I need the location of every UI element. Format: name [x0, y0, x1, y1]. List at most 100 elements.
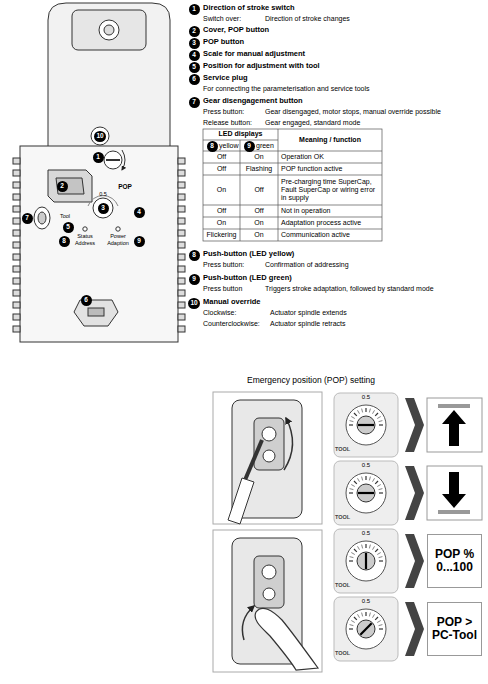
callout-number: 7 — [22, 213, 33, 224]
table-cell: Operation OK — [278, 151, 382, 163]
device-label: Power — [110, 233, 126, 239]
dial-label: 0.5 — [361, 598, 371, 605]
device-label: 0.5 — [99, 191, 107, 197]
fin — [178, 230, 185, 236]
item-text: Actuator spindle extends — [270, 309, 347, 317]
fin — [13, 254, 20, 260]
item-heading: POP button — [203, 38, 244, 47]
table-cell: Communication active — [278, 229, 382, 241]
fin — [178, 194, 185, 200]
fin — [178, 266, 185, 272]
callout-number: 3 — [189, 38, 200, 49]
table-cell: Off — [203, 163, 240, 175]
result-text: POP > PC-Tool — [428, 614, 481, 644]
item-text: Actuator spindle retracts — [270, 320, 345, 328]
fin — [178, 278, 185, 284]
actuator-device — [13, 3, 185, 342]
fin — [178, 218, 185, 224]
device-label: Status — [77, 233, 93, 239]
hand-illustration — [213, 530, 322, 672]
callout-number: 9 — [134, 236, 145, 247]
callout-number: 2 — [57, 181, 68, 192]
callout-number: 6 — [81, 295, 92, 306]
dial — [334, 597, 398, 661]
item-text: For connecting the parameterisation and … — [203, 85, 370, 93]
dial — [334, 461, 398, 525]
fin — [178, 302, 185, 308]
fin — [13, 278, 20, 284]
arrow-up — [427, 398, 482, 452]
result-box: POP % 0...100 — [427, 534, 482, 588]
fin — [178, 242, 185, 248]
item-text: Press button: — [203, 108, 244, 116]
fin — [13, 326, 20, 332]
dial-illustrations — [334, 393, 398, 661]
table-header: Meaning / function — [278, 129, 382, 151]
dial-label: 0.5 — [361, 462, 371, 469]
item-text: Gear engaged, standard mode — [265, 119, 360, 127]
fin — [13, 206, 20, 212]
callout-number: 4 — [189, 50, 200, 61]
callout-number: 8 — [59, 236, 70, 247]
callout-number: 4 — [134, 207, 145, 218]
item-heading: Direction of stroke switch — [203, 4, 295, 13]
chevron — [405, 398, 424, 452]
item-heading: Cover, POP button — [203, 26, 269, 35]
item-text: green — [256, 142, 274, 150]
table-cell: On — [240, 151, 278, 163]
item-heading: Gear disengagement button — [203, 97, 303, 106]
fin — [178, 326, 185, 332]
item-heading: Manual override — [203, 298, 261, 307]
table-cell: Not in operation — [278, 205, 382, 217]
item-text: Confirmation of addressing — [265, 261, 349, 269]
dial-label: TOOL — [335, 582, 350, 588]
device-label: Address — [75, 240, 95, 246]
callout-number: 10 — [188, 298, 200, 309]
fin — [13, 170, 20, 176]
table-cell: Off — [240, 205, 278, 217]
callout-number: 1 — [189, 4, 200, 15]
callout-number: 9 — [244, 141, 255, 152]
item-text: Counterclockwise: — [203, 320, 260, 328]
fin — [13, 302, 20, 308]
dial-label: 0.5 — [361, 530, 371, 537]
item-heading: Service plug — [203, 74, 248, 83]
item-text: yellow — [219, 142, 238, 150]
dial — [334, 393, 398, 457]
callout-number: 5 — [63, 222, 74, 233]
fin — [13, 182, 20, 188]
fin — [178, 170, 185, 176]
item-heading: Push-button (LED green) — [203, 274, 292, 283]
result-box: POP > PC-Tool — [427, 602, 482, 656]
callout-number: 3 — [98, 203, 109, 214]
item-text: Direction of stroke changes — [265, 15, 350, 23]
table-cell: Off — [203, 205, 240, 217]
table-header: LED displays — [203, 129, 278, 140]
fin — [13, 218, 20, 224]
callout-number: 10 — [94, 131, 106, 142]
dial-label: 0.5 — [361, 394, 371, 401]
arrow-down — [427, 466, 482, 520]
device-label: Tool — [60, 213, 70, 219]
table-grid — [203, 129, 382, 241]
table-cell: Flickering — [203, 229, 240, 241]
item-text: Gear disengaged, motor stops, manual ove… — [265, 108, 441, 116]
fin — [13, 158, 20, 164]
callout-number: 8 — [189, 250, 200, 261]
fin — [13, 314, 20, 320]
item-text: Switch over: — [203, 15, 241, 23]
item-text: Triggers stroke adaptation, followed by … — [265, 285, 434, 293]
chevron — [405, 602, 424, 656]
dial-label: TOOL — [335, 446, 350, 452]
table-cell: POP function active — [278, 163, 382, 175]
fin — [178, 314, 185, 320]
table-cell: Adaptation process active — [278, 217, 382, 229]
fin — [13, 230, 20, 236]
dial — [334, 529, 398, 593]
chevron — [405, 466, 424, 520]
result-arrows — [405, 398, 482, 656]
section-heading: Emergency position (POP) setting — [247, 376, 375, 386]
item-text: Press button — [203, 285, 242, 293]
item-text: Release button: — [203, 119, 252, 127]
callout-number: 1 — [93, 152, 104, 163]
